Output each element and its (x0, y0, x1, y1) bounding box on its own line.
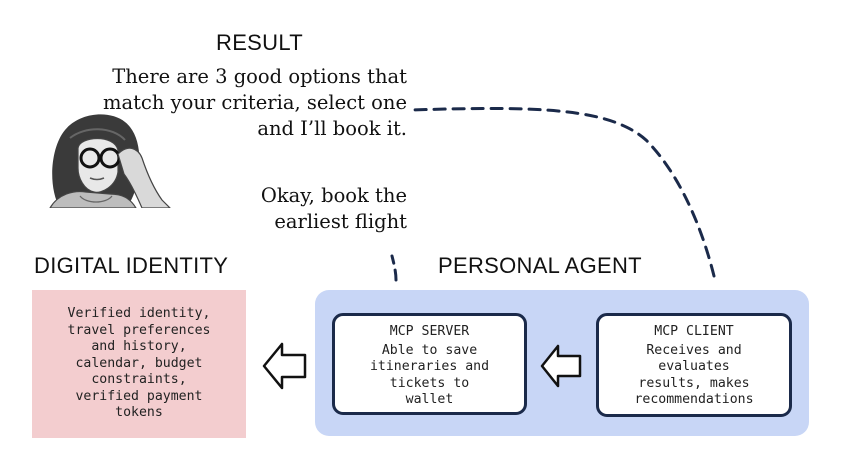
identity-line: and history, (91, 339, 187, 355)
digital-identity-box: Verified identity, travel preferences an… (32, 290, 246, 438)
mcp-server-title: MCP SERVER (389, 324, 470, 339)
mcp-server-line: wallet (405, 392, 454, 407)
mcp-client-line: results, makes (638, 375, 750, 391)
digital-identity-heading: DIGITAL IDENTITY (34, 253, 229, 278)
identity-line: Verified identity, (67, 306, 211, 322)
agent-message-line: and I’ll book it. (257, 117, 407, 140)
user-message-line: earliest flight (274, 210, 407, 233)
mcp-client-line: Receives and (646, 342, 742, 358)
identity-line: verified payment (75, 388, 203, 404)
woman-portrait-icon (49, 114, 171, 208)
user-message: Okay, book the earliest flight (261, 183, 407, 235)
user-message-line: Okay, book the (260, 184, 407, 207)
mcp-server-line: Able to save (381, 342, 478, 358)
dashed-connector-request (390, 254, 398, 282)
agent-message: There are 3 good options that match your… (103, 64, 407, 142)
arrow-client-to-server-icon (540, 344, 582, 388)
mcp-client-line: recommendations (634, 392, 754, 407)
result-heading: RESULT (216, 30, 303, 55)
dashed-connector-result (408, 107, 716, 278)
agent-message-line: match your criteria, select one (102, 91, 407, 114)
mcp-server-line: itineraries and (369, 359, 490, 374)
mcp-client-box: MCP CLIENT Receives and evaluates result… (596, 313, 792, 417)
mcp-client-title: MCP CLIENT (654, 324, 734, 339)
personal-agent-heading: PERSONAL AGENT (438, 253, 642, 278)
mcp-client-line: evaluates (658, 359, 730, 374)
mcp-server-line: tickets to (389, 375, 470, 391)
mcp-server-box: MCP SERVER Able to save itineraries and … (332, 313, 527, 415)
identity-line: tokens (115, 405, 163, 421)
agent-message-line: There are 3 good options that (112, 65, 407, 88)
identity-line: calendar, budget (75, 355, 203, 371)
identity-line: travel preferences (67, 322, 211, 338)
identity-line: constraints, (91, 372, 187, 388)
arrow-server-to-identity-icon (262, 342, 307, 390)
